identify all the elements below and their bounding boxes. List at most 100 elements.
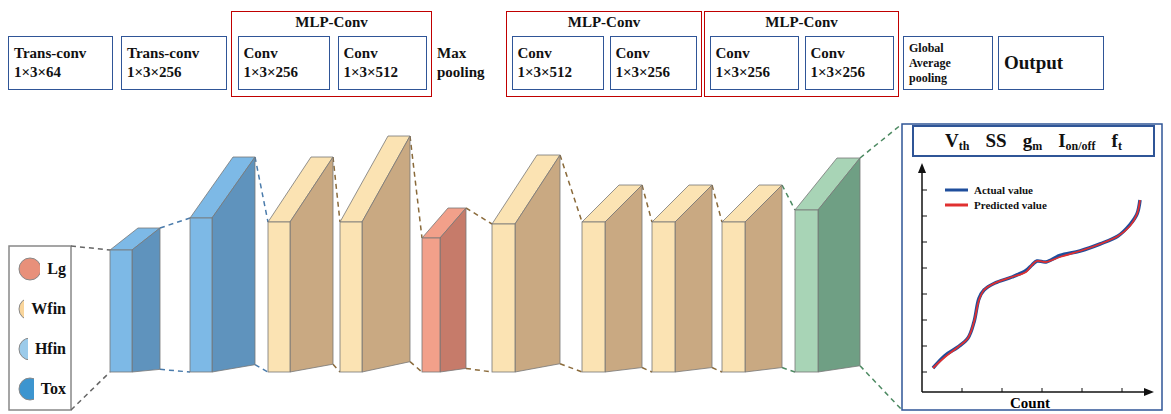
layer-label: Conv 1×3×512 bbox=[344, 44, 421, 82]
input-item: Tox bbox=[18, 376, 66, 402]
layer-label: Conv 1×3×256 bbox=[244, 44, 324, 82]
feature-slab bbox=[722, 185, 782, 372]
dashed-join bbox=[333, 364, 340, 372]
slab-group bbox=[9, 124, 1162, 410]
dashed-join bbox=[860, 366, 902, 410]
dashed-join bbox=[410, 136, 422, 238]
dashed-join bbox=[642, 185, 652, 222]
slab-front bbox=[722, 222, 745, 372]
feature-slab bbox=[110, 228, 160, 372]
layer-box: Trans-conv 1×3×256 bbox=[121, 36, 227, 90]
layer-box: Conv 1×3×256 bbox=[710, 36, 799, 90]
input-item: Hfin bbox=[18, 336, 66, 362]
layer-box: Output bbox=[998, 36, 1104, 90]
slab-side bbox=[362, 136, 410, 372]
axis-tick bbox=[922, 372, 927, 373]
dashed-join bbox=[466, 208, 492, 224]
axis-tick bbox=[922, 216, 927, 217]
metric-name: I bbox=[1058, 130, 1065, 152]
slab-side bbox=[212, 157, 255, 372]
feature-slab bbox=[190, 157, 255, 372]
feature-slab bbox=[795, 158, 860, 372]
input-dot bbox=[18, 377, 34, 401]
slab-front bbox=[190, 218, 212, 372]
layer-label: Max pooling bbox=[437, 44, 507, 82]
dashed-join bbox=[782, 368, 795, 372]
dashed-join bbox=[255, 157, 268, 222]
layer-label: Wfin bbox=[31, 300, 66, 318]
axis-tick bbox=[1082, 388, 1083, 392]
y-axis bbox=[921, 168, 923, 392]
metric-name: V bbox=[945, 130, 959, 152]
axis-tick bbox=[922, 346, 927, 347]
slab-front bbox=[422, 238, 440, 372]
layer-box: Conv 1×3×512 bbox=[338, 36, 427, 90]
layer-box: Global Average pooling bbox=[903, 36, 993, 90]
output-header: VthSSgmIon/offft bbox=[912, 125, 1155, 157]
metric-name: g bbox=[1023, 130, 1033, 152]
slab-front bbox=[795, 210, 818, 372]
slab-front bbox=[492, 224, 515, 372]
metric-name: m bbox=[1032, 139, 1042, 154]
slab-side bbox=[745, 185, 782, 372]
slab-front bbox=[268, 222, 290, 372]
feature-slab bbox=[340, 136, 410, 372]
feature-slab bbox=[422, 208, 466, 372]
input-dot bbox=[18, 257, 40, 281]
feature-slab bbox=[268, 157, 333, 372]
dashed-join bbox=[642, 368, 652, 372]
dashed-join bbox=[160, 218, 190, 228]
slab-side bbox=[605, 185, 642, 372]
layer-label: Tox bbox=[41, 380, 66, 398]
slab-front bbox=[652, 222, 675, 372]
layer-label: Conv 1×3×256 bbox=[716, 44, 793, 82]
metric-name: SS bbox=[986, 130, 1007, 152]
slab-front bbox=[340, 222, 362, 372]
input-dot bbox=[19, 378, 34, 400]
input-dot bbox=[19, 298, 24, 320]
layer-box: Conv 1×3×256 bbox=[805, 36, 894, 90]
axis-label: Count bbox=[1010, 395, 1050, 412]
layer-label: Lg bbox=[47, 260, 66, 278]
layer-label: Conv 1×3×256 bbox=[811, 44, 888, 82]
legend-line bbox=[945, 189, 968, 192]
slab-side bbox=[515, 155, 560, 372]
legend-swatch bbox=[944, 200, 970, 210]
input-item: Wfin bbox=[18, 296, 66, 322]
metric-name: f bbox=[1112, 130, 1118, 152]
dashed-join bbox=[71, 246, 110, 250]
metric-name: th bbox=[959, 139, 970, 154]
dashed-join bbox=[860, 124, 902, 158]
dashed-join bbox=[782, 185, 795, 210]
predicted-curve bbox=[933, 200, 1140, 368]
dashed-join bbox=[466, 368, 492, 372]
layer-label: Global Average pooling bbox=[909, 41, 987, 86]
dashed-join bbox=[560, 155, 582, 222]
feature-slab bbox=[492, 155, 560, 372]
axis-tick bbox=[1122, 388, 1123, 392]
legend-line bbox=[945, 204, 968, 207]
group-title: MLP-Conv bbox=[232, 14, 431, 31]
layer-box: Conv 1×3×512 bbox=[512, 36, 604, 90]
dashed-join bbox=[255, 365, 268, 372]
feature-slab bbox=[582, 185, 642, 372]
input-panel bbox=[9, 246, 71, 410]
axis-tick bbox=[922, 268, 927, 269]
group-title: MLP-Conv bbox=[507, 14, 701, 31]
layer-box: Max pooling bbox=[434, 36, 510, 90]
layer-box: Conv 1×3×256 bbox=[610, 36, 697, 90]
group-box: Conv 1×3×256Conv 1×3×256MLP-Conv bbox=[704, 11, 899, 97]
input-dot bbox=[18, 297, 24, 321]
dashed-join bbox=[712, 368, 722, 372]
feature-slab bbox=[652, 185, 712, 372]
input-dot bbox=[19, 338, 28, 360]
slab-side bbox=[132, 228, 160, 372]
dashed-join bbox=[712, 185, 722, 222]
axis-arrow bbox=[918, 163, 926, 173]
legend-row: Predicted value bbox=[944, 199, 1047, 211]
dashed-join bbox=[160, 369, 190, 372]
slab-side bbox=[675, 185, 712, 372]
slab-side bbox=[818, 158, 860, 372]
layer-label: Conv 1×3×512 bbox=[518, 44, 598, 82]
layer-label: Trans-conv 1×3×256 bbox=[127, 44, 221, 82]
